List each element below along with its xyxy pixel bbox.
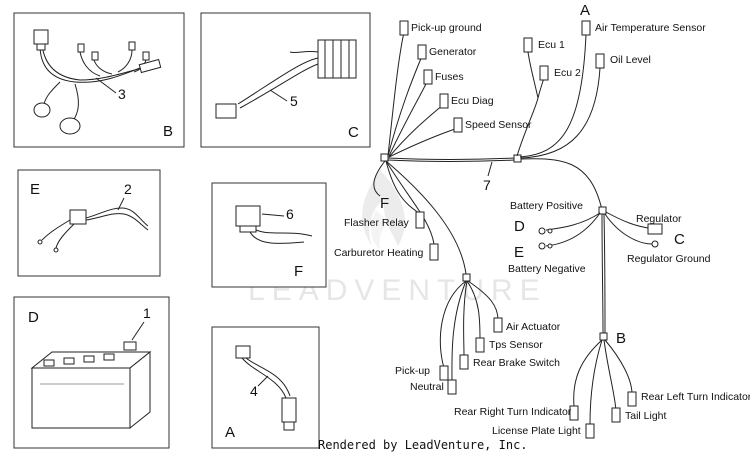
tail-light-connector	[611, 407, 621, 423]
panel-a-letter: A	[225, 424, 235, 441]
ecu2-connector	[539, 65, 549, 81]
battery-negative-label: Battery Negative	[508, 263, 586, 275]
pickup-connector	[439, 365, 449, 381]
regulator-label: Regulator	[636, 213, 682, 225]
panel-d-number: 1	[143, 305, 151, 321]
panel-c-letter: C	[348, 124, 359, 141]
panel-b-letter: B	[163, 123, 173, 140]
credit-text: Rendered by LeadVenture, Inc.	[318, 438, 528, 452]
panel-e-number: 2	[124, 181, 132, 197]
junction-rear-lights	[599, 332, 608, 341]
panel-f: 6 F	[211, 182, 327, 288]
watermark-flame-icon	[362, 170, 405, 250]
speed-sensor-label: Speed Sensor	[465, 119, 532, 131]
panel-a-frame	[211, 326, 320, 449]
panel-e-frame	[17, 169, 161, 277]
letter-e: E	[514, 244, 524, 261]
generator-label: Generator	[429, 46, 477, 58]
fuses-connector	[423, 69, 433, 85]
tps-sensor-label: Tps Sensor	[489, 339, 543, 351]
letter-c: C	[674, 231, 685, 248]
rear-right-turn-label: Rear Right Turn Indicator	[454, 406, 572, 418]
panel-c-frame	[200, 12, 371, 148]
rear-right-turn-connector	[569, 405, 579, 421]
regulator-ground-terminal	[651, 240, 659, 248]
junction-battery	[598, 206, 607, 215]
oil-level-connector	[595, 53, 605, 69]
rear-brake-switch-connector	[459, 354, 469, 370]
regulator-connector	[647, 223, 663, 235]
letter-f: F	[380, 195, 389, 212]
pickup-ground-connector	[399, 20, 409, 36]
rear-left-turn-connector	[627, 391, 637, 407]
fuses-label: Fuses	[435, 71, 464, 83]
tps-sensor-connector	[475, 337, 485, 353]
air-temp-label: Air Temperature Sensor	[595, 22, 706, 34]
flasher-relay-label: Flasher Relay	[344, 217, 410, 229]
air-actuator-label: Air Actuator	[506, 321, 561, 333]
flasher-relay-connector	[415, 211, 425, 229]
panel-f-number: 6	[286, 206, 294, 222]
junction-left	[380, 153, 389, 162]
license-plate-label: License Plate Light	[492, 425, 581, 437]
neutral-connector	[447, 379, 457, 395]
oil-level-label: Oil Level	[610, 54, 651, 66]
pickup-label: Pick-up	[395, 365, 430, 377]
panel-b: 3 B	[13, 12, 185, 148]
harness-number: 7	[483, 177, 491, 193]
ecu2-label: Ecu 2	[554, 67, 581, 79]
carburetor-heating-label: Carburetor Heating	[334, 247, 423, 259]
junction-sensors	[462, 273, 471, 282]
battery-positive-terminal	[538, 227, 546, 235]
panel-f-letter: F	[294, 263, 303, 280]
speed-sensor-connector	[453, 117, 463, 133]
air-temp-connector	[581, 20, 591, 36]
panel-c-number: 5	[290, 93, 298, 109]
neutral-label: Neutral	[410, 381, 444, 393]
carburetor-heating-connector	[429, 243, 439, 261]
panel-d: 1 D	[13, 296, 170, 449]
battery-positive-label: Battery Positive	[510, 200, 583, 212]
panel-a: 4 A	[211, 326, 320, 449]
panel-e: 2 E	[17, 169, 161, 277]
ecu1-connector	[523, 37, 533, 53]
air-actuator-connector	[493, 317, 503, 333]
letter-a: A	[580, 2, 590, 19]
panel-c: 5 C	[200, 12, 371, 148]
panel-d-letter: D	[28, 309, 39, 326]
main-harness: 7 Pick-up ground Generator Fuses Ecu Dia…	[334, 2, 750, 439]
letter-d: D	[514, 218, 525, 235]
tail-light-label: Tail Light	[625, 410, 667, 422]
panel-b-number: 3	[118, 86, 126, 102]
ecu-diag-label: Ecu Diag	[451, 95, 494, 107]
battery-negative-terminal	[538, 242, 546, 250]
license-plate-connector	[585, 423, 595, 439]
ecu-diag-connector	[439, 93, 449, 109]
regulator-ground-label: Regulator Ground	[627, 253, 711, 265]
generator-connector	[417, 44, 427, 60]
letter-b: B	[616, 330, 626, 347]
ecu1-label: Ecu 1	[538, 39, 565, 51]
panel-a-number: 4	[250, 383, 258, 399]
rear-brake-switch-label: Rear Brake Switch	[473, 357, 560, 369]
rear-left-turn-label: Rear Left Turn Indicator	[641, 391, 750, 403]
panel-e-letter: E	[30, 181, 40, 198]
pickup-ground-label: Pick-up ground	[411, 22, 482, 34]
